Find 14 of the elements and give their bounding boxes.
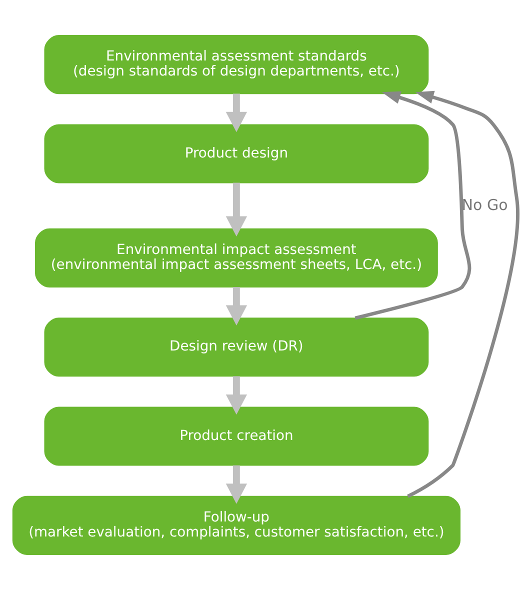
node-box: Design review (DR) [44,317,429,376]
arrow [354,90,472,320]
node-box: Product design [44,124,429,183]
arrow [226,182,248,236]
arrow [407,90,520,498]
edge-label: No Go [462,195,508,214]
node-box: Follow-up (market evaluation, complaints, customer satisfaction, etc.) [12,495,460,554]
arrow [226,286,248,325]
node-box: Environmental assessment standards (design standards of design departments, etc.) [44,34,429,94]
arrow [226,376,248,414]
node-box: Environmental impact assessment (environmental impact assessment sheets, LCA, etc.) [34,228,438,287]
arrow [226,93,248,132]
arrow [226,464,248,504]
node-box: Product creation [44,406,429,466]
